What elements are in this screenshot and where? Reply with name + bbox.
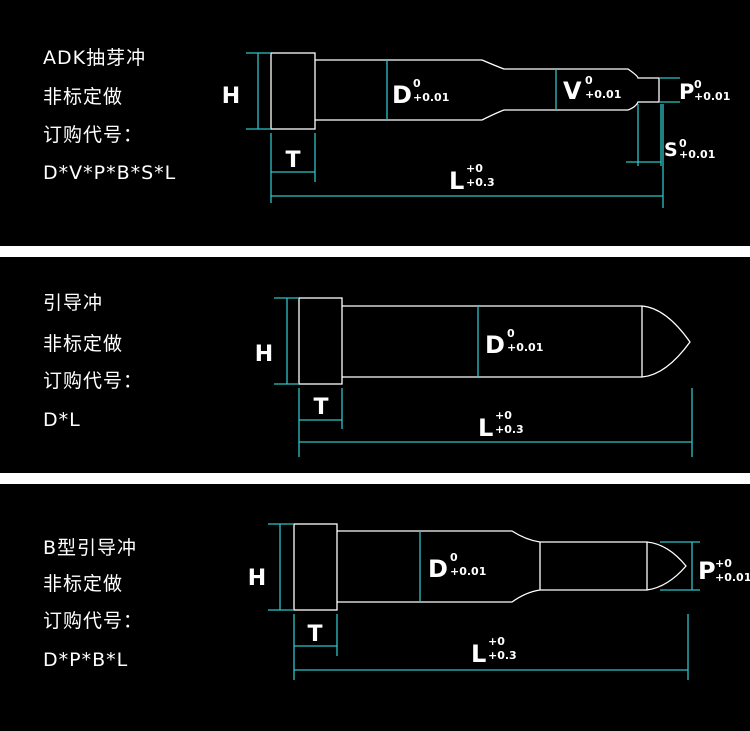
dim-l-label: L [478,414,493,442]
dim-l: L +0 +0.3 [293,614,689,680]
part-outline [293,523,687,611]
dim-s-label: S [664,139,678,161]
order-label: 订购代号： [43,610,144,632]
dim-p: P +0 +0.01 [660,541,750,591]
pilot-punch-drawing: H T D 0 +0.01 L +0 +0.3 [255,297,693,457]
svg-text:+0.01: +0.01 [715,571,750,584]
svg-text:+0.3: +0.3 [488,649,517,662]
dim-d-label: D [392,81,412,109]
dim-d: D 0 +0.01 [419,531,486,602]
dim-h: H [255,297,299,385]
part-outline [298,297,691,385]
dim-t: T [270,133,316,182]
dim-h: H [222,52,271,130]
svg-text:0: 0 [507,327,515,340]
svg-text:+0.3: +0.3 [495,423,524,436]
dim-p-label: P [698,557,716,585]
dim-d-label: D [428,555,448,583]
dim-p: P 0 +0.01 [659,77,730,104]
dim-p-label: P [679,80,694,104]
panel-title: B型引导冲 [43,537,138,559]
svg-text:0: 0 [413,77,421,90]
dim-l-label: L [471,640,486,668]
dim-l-label: L [449,167,464,195]
panel-subtitle: 非标定做 [43,573,124,595]
part-outline [270,52,660,130]
svg-text:0: 0 [585,74,593,87]
dim-s: S 0 +0.01 [626,104,715,166]
dim-t-label: T [307,622,322,647]
order-code: D*V*P*B*S*L [43,162,177,184]
svg-text:+0.01: +0.01 [507,341,543,354]
svg-text:+0: +0 [466,162,483,175]
svg-text:+0.3: +0.3 [466,176,495,189]
panel-adk-punch: ADK抽芽冲 非标定做 订购代号： D*V*P*B*S*L H T D 0 +0… [0,0,750,246]
dim-t: T [298,388,343,429]
svg-text:+0.01: +0.01 [413,91,449,104]
dim-h-label: H [255,342,273,367]
svg-text:+0.01: +0.01 [450,565,486,578]
b-type-pilot-punch-drawing: H T D 0 +0.01 P +0 +0.01 L +0 [248,523,750,680]
svg-text:+0.01: +0.01 [585,88,621,101]
panel-title: 引导冲 [43,292,104,314]
dim-d: D 0 +0.01 [386,60,449,120]
svg-text:0: 0 [679,137,687,150]
dim-d-label: D [485,331,505,359]
order-label: 订购代号： [43,370,144,392]
panel-pilot-punch: 引导冲 非标定做 订购代号： D*L H T D 0 +0.01 [0,257,750,473]
panel-subtitle: 非标定做 [43,333,124,355]
svg-text:0: 0 [694,78,702,91]
svg-text:+0.01: +0.01 [679,148,715,161]
order-code: D*P*B*L [43,649,129,671]
dim-l: L +0 +0.3 [298,388,693,457]
dim-h-label: H [248,566,266,591]
svg-text:+0: +0 [495,409,512,422]
dim-t: T [293,614,338,656]
svg-text:+0: +0 [488,635,505,648]
svg-text:+0.01: +0.01 [694,90,730,103]
svg-text:+0: +0 [715,557,732,570]
svg-text:0: 0 [450,551,458,564]
order-code: D*L [43,409,81,431]
dim-h-label: H [222,84,240,109]
dim-d: D 0 +0.01 [477,306,543,377]
dim-v: V 0 +0.01 [555,69,621,110]
dim-h: H [248,523,294,611]
panel-b-type-pilot-punch: B型引导冲 非标定做 订购代号： D*P*B*L H T D 0 +0.01 [0,484,750,731]
panel-subtitle: 非标定做 [43,86,124,108]
panel-title: ADK抽芽冲 [43,47,147,69]
dim-l: L +0 +0.3 [270,104,664,208]
dim-v-label: V [563,77,582,105]
order-label: 订购代号： [43,124,144,146]
adk-punch-drawing: H T D 0 +0.01 V 0 +0.01 P 0 +0. [222,52,730,208]
dim-t-label: T [285,148,300,173]
dim-t-label: T [313,395,328,420]
